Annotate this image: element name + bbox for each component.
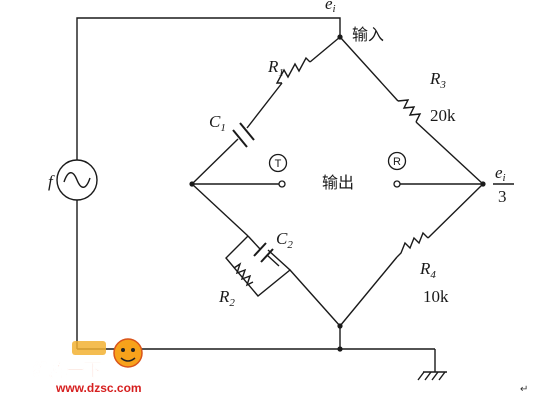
- r3-value: 20k: [430, 106, 456, 125]
- node-left: [189, 181, 195, 187]
- resistor-r2: [233, 262, 254, 287]
- sine-wave-icon: [63, 172, 91, 188]
- node-bottom: [337, 323, 343, 329]
- wire-r3-top: [339, 36, 399, 102]
- wire-left-c2: [191, 183, 249, 237]
- node-right: [480, 181, 486, 187]
- watermark-logo: [72, 338, 143, 368]
- wire-right-r4: [427, 183, 484, 239]
- resistor-r1: [275, 56, 311, 84]
- c1-label: C1: [209, 112, 226, 134]
- watermark-url: www.dzsc.com: [55, 381, 142, 395]
- ground-icon: [417, 371, 447, 381]
- watermark-brand: 维库一下: [33, 360, 101, 381]
- ac-source-icon: [56, 159, 98, 201]
- terminal-r-label: R: [393, 156, 401, 168]
- input-label: 输入: [352, 25, 384, 44]
- resistor-r3: [397, 99, 422, 123]
- rc-parallel-box: [225, 235, 292, 297]
- wire-c2-b: [266, 254, 280, 267]
- wire-c2-bottom: [289, 269, 341, 327]
- r1-label: R1: [267, 57, 284, 79]
- output-label: 输出: [322, 173, 354, 192]
- ei-top-label: ei: [325, 0, 336, 15]
- terminal-t-label: T: [275, 158, 282, 170]
- node-rail: [337, 346, 343, 352]
- wire-c2-a: [247, 235, 261, 250]
- wire-r3-right: [415, 121, 484, 185]
- wire-r1-top: [309, 36, 341, 63]
- paragraph-mark: ↵: [520, 384, 528, 395]
- c2-label: C2: [276, 229, 293, 251]
- capacitor-c1: [232, 122, 255, 148]
- terminal-t-badge: [268, 153, 288, 173]
- wire-source-top: [76, 17, 341, 160]
- terminal-r-open: [393, 180, 401, 188]
- terminal-r-badge: [387, 151, 407, 171]
- ei-frac-denominator: 3: [498, 187, 507, 206]
- ei-frac-numerator: ei: [495, 163, 506, 184]
- terminal-t-open: [278, 180, 286, 188]
- wire-r4-bottom: [339, 256, 398, 327]
- resistor-r4: [396, 231, 429, 258]
- r3-label: R3: [429, 69, 446, 91]
- f-label: f: [48, 172, 55, 191]
- wire-r1-c1: [246, 82, 283, 129]
- r2-label: R2: [218, 287, 235, 309]
- node-top: [337, 34, 343, 40]
- r4-label: R4: [419, 259, 436, 281]
- r4-value: 10k: [423, 287, 449, 306]
- wire-c1-left: [191, 138, 239, 185]
